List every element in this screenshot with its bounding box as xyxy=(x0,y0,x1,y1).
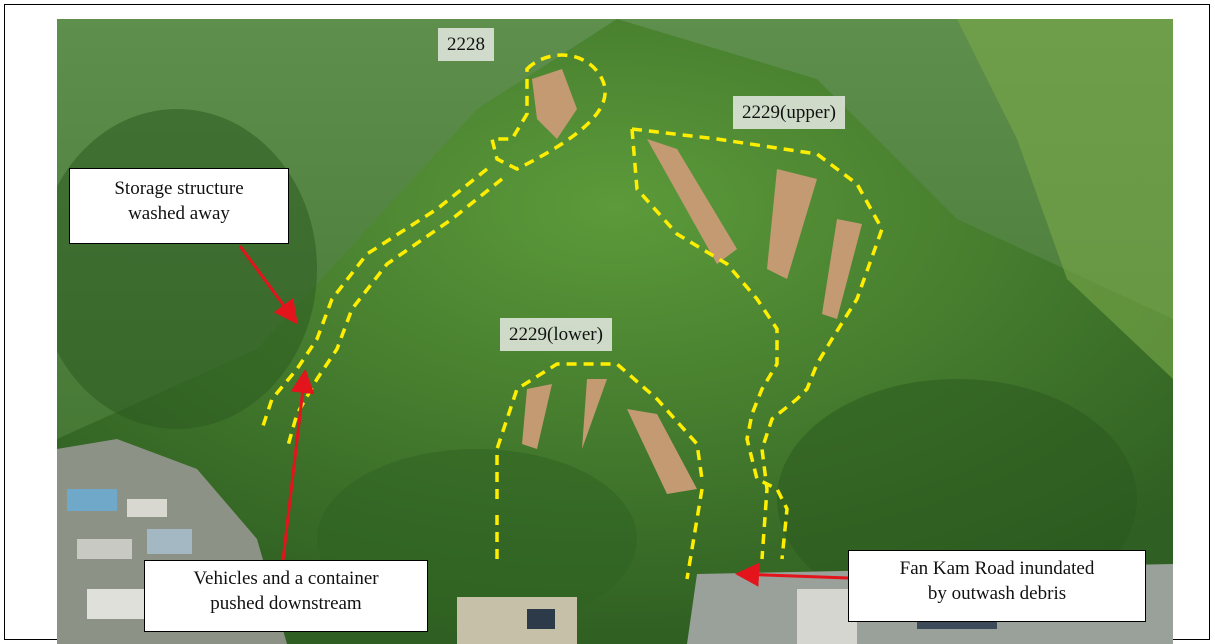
yard xyxy=(457,597,577,644)
arrow-storage xyxy=(238,245,298,325)
callout-vehicles: Vehicles and a container pushed downstre… xyxy=(144,560,428,632)
site-label-2228: 2228 xyxy=(438,28,494,61)
building xyxy=(87,589,147,619)
landslide-outlines xyxy=(260,53,884,580)
building xyxy=(797,589,857,644)
callout-line: pushed downstream xyxy=(210,592,362,614)
landslide-scar xyxy=(822,219,862,319)
callout-line: Vehicles and a container xyxy=(193,568,379,589)
building xyxy=(127,499,167,517)
aerial-photo xyxy=(57,19,1173,644)
outline-2228 xyxy=(489,53,607,171)
landslide-scar xyxy=(532,69,577,139)
building xyxy=(147,529,192,554)
site-label-2229-upper: 2229(upper) xyxy=(733,96,845,129)
callout-line: by outwash debris xyxy=(927,582,1067,604)
outline-2229-lower xyxy=(495,362,704,580)
building xyxy=(77,539,132,559)
container xyxy=(527,609,555,629)
callout-line: Storage structure xyxy=(114,178,244,199)
grass-slope xyxy=(957,19,1173,379)
callout-line: washed away xyxy=(128,202,230,224)
landslide-scar xyxy=(647,139,737,264)
arrow-vehicles xyxy=(281,369,315,561)
landslide-scar xyxy=(582,379,607,449)
callout-line: Fan Kam Road inundated xyxy=(899,558,1095,579)
landslide-scar xyxy=(522,384,552,449)
arrow-road xyxy=(735,562,849,587)
building xyxy=(67,489,117,511)
outline-2229-upper xyxy=(630,127,884,560)
landslide-scar xyxy=(627,409,697,494)
landslide-scar xyxy=(767,169,817,279)
callout-storage-structure: Storage structure washed away xyxy=(69,168,289,244)
site-label-2229-lower: 2229(lower) xyxy=(500,318,612,351)
callout-fan-kam-road: Fan Kam Road inundated by outwash debris xyxy=(848,550,1146,622)
